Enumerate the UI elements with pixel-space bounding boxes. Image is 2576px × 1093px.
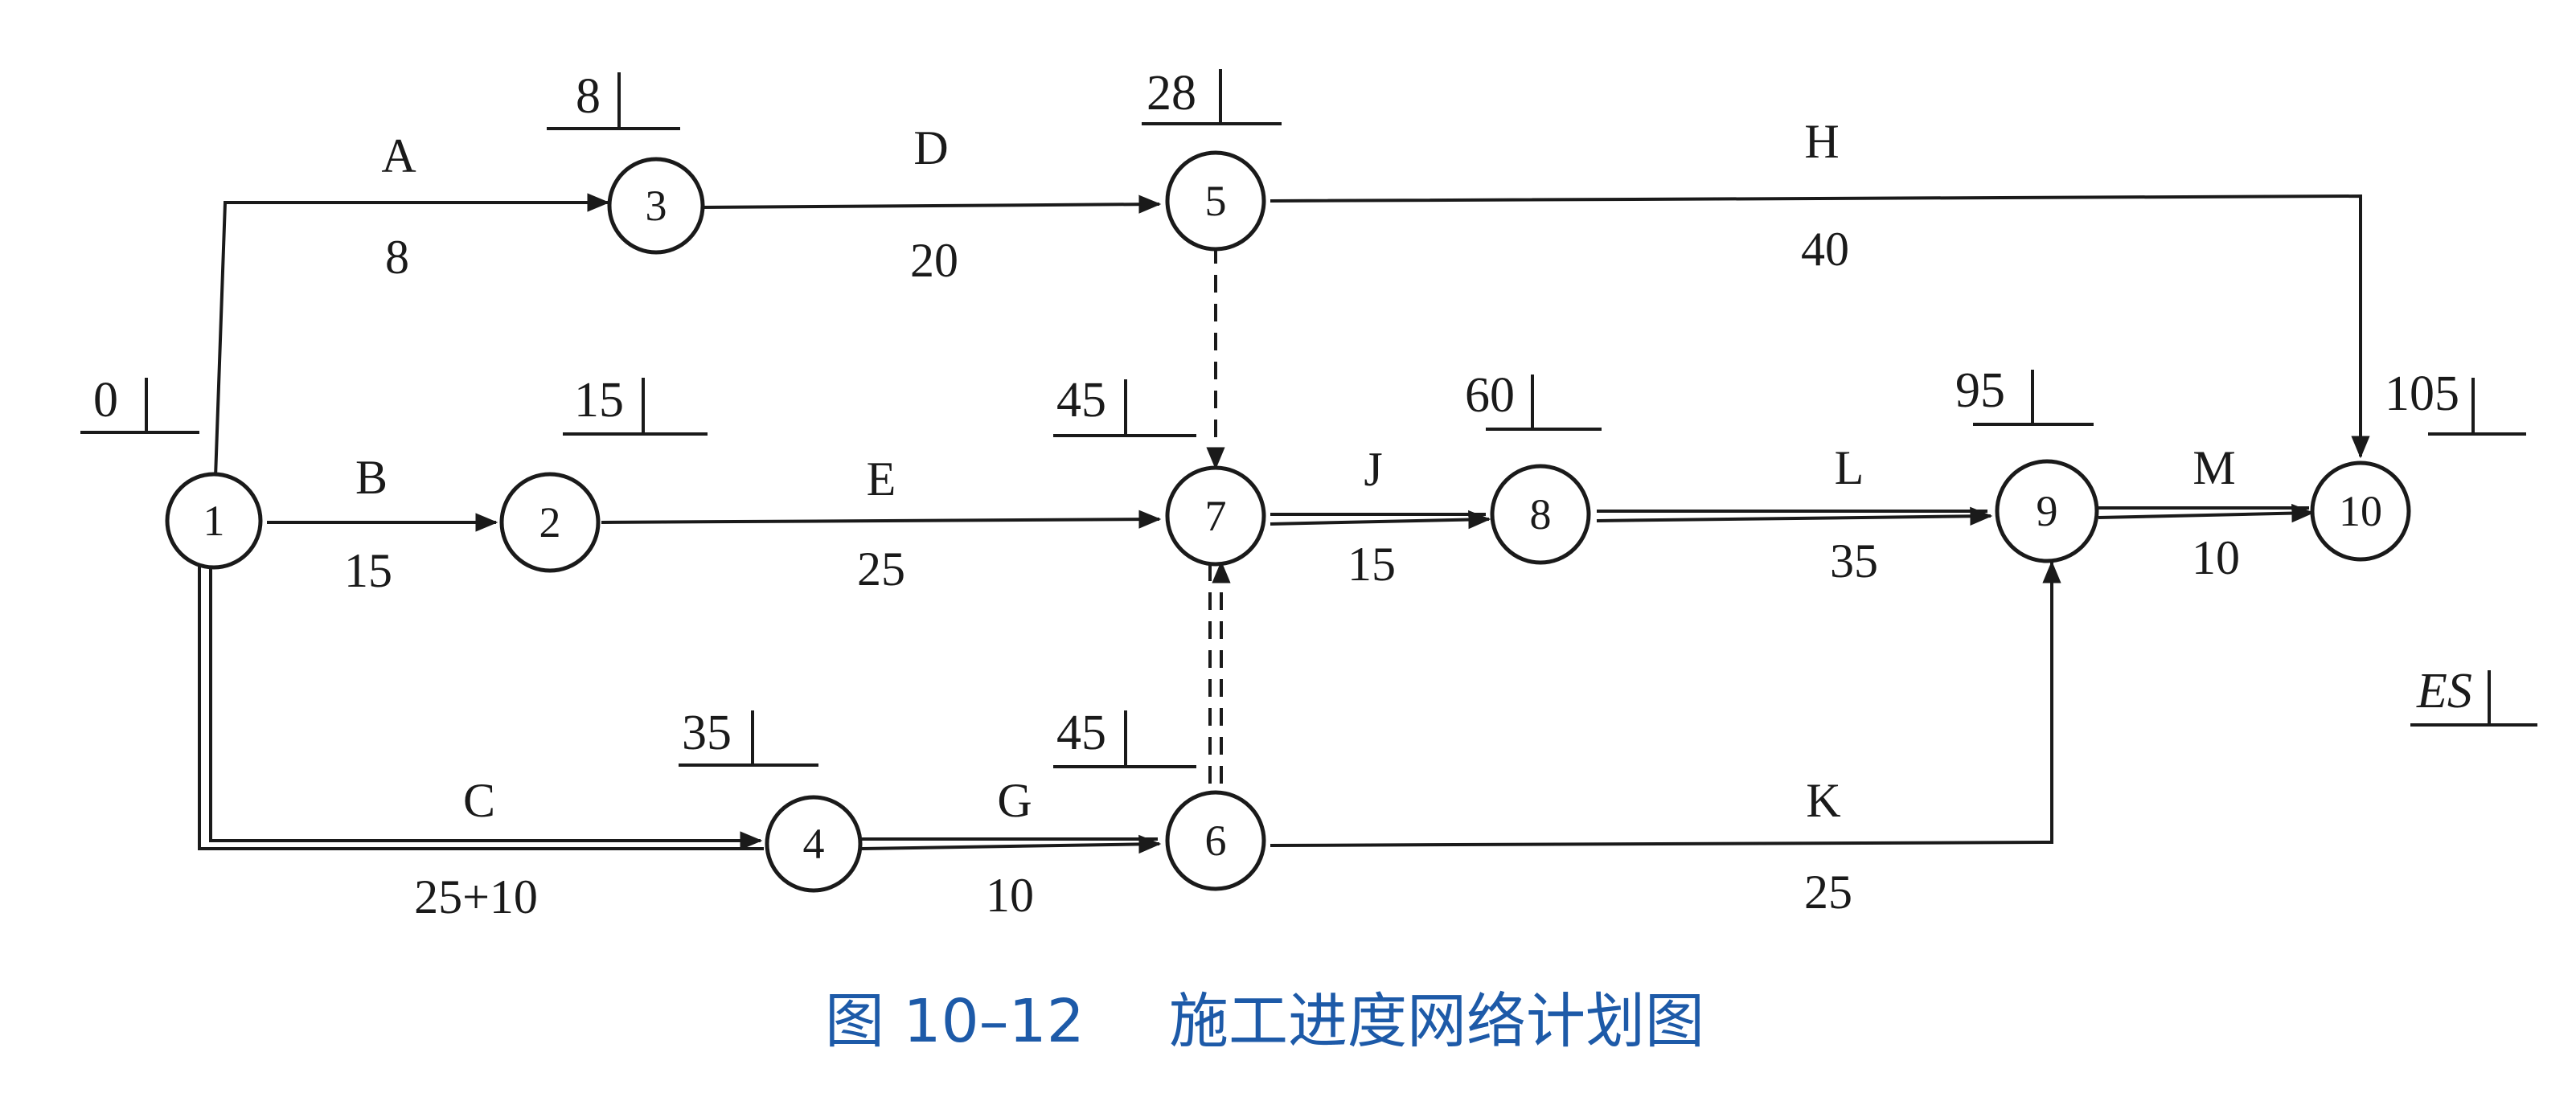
activity-duration-J: 15 <box>1347 538 1396 591</box>
node-label: 1 <box>203 497 225 545</box>
node-6: 6 <box>1165 790 1266 891</box>
node-label: 7 <box>1205 492 1227 540</box>
activity-labels: A 8 B 15 C 25+10 D 20 E 25 G 10 H 40 J 1… <box>344 115 2240 923</box>
node-label: 9 <box>2037 487 2058 535</box>
activity-name-L: L <box>1835 441 1864 494</box>
es-marker-node-1 <box>80 378 199 434</box>
activity-duration-B: 15 <box>344 544 392 597</box>
node-4: 4 <box>765 795 863 893</box>
activity-duration-H: 40 <box>1801 223 1849 276</box>
es-marker-node-9 <box>1973 370 2094 426</box>
activity-duration-L: 35 <box>1830 534 1878 587</box>
activity-arrow-E <box>601 510 1162 529</box>
es-marker-node-10 <box>2428 378 2526 436</box>
activity-name-H: H <box>1804 115 1839 168</box>
activity-name-E: E <box>867 452 896 506</box>
node-3: 3 <box>607 157 705 255</box>
activity-arrow-J-b <box>1270 510 1491 530</box>
es-value-node-7: 45 <box>1056 373 1106 428</box>
es-value-node-5: 28 <box>1146 66 1196 121</box>
activity-arrow-M-b <box>2098 503 2315 523</box>
es-value-node-10: 105 <box>2385 366 2459 421</box>
es-marker-node-2 <box>563 378 708 436</box>
node-label: 2 <box>539 498 561 546</box>
es-marker-node-6 <box>1053 710 1196 768</box>
activity-name-B: B <box>355 451 388 504</box>
edges-layer <box>198 193 2370 854</box>
activity-duration-A: 8 <box>385 231 409 284</box>
activity-duration-M: 10 <box>2192 531 2240 584</box>
es-value-node-9: 95 <box>1955 363 2005 418</box>
activity-arrow-C-b <box>209 563 763 850</box>
activity-arrow-A <box>214 193 610 478</box>
activity-duration-G: 10 <box>986 869 1034 922</box>
node-label: 10 <box>2339 487 2382 535</box>
node-8: 8 <box>1490 464 1591 565</box>
legend: ES <box>2410 664 2537 727</box>
es-value-node-6: 45 <box>1056 706 1106 760</box>
node-5: 5 <box>1165 150 1266 252</box>
activity-arrow-C <box>198 563 764 850</box>
activity-name-C: C <box>463 774 495 827</box>
activity-arrow-K <box>1270 560 2061 847</box>
activity-duration-E: 25 <box>857 542 905 596</box>
es-labels: 0 15 8 35 28 45 45 60 95 105 <box>80 66 2526 768</box>
activity-name-K: K <box>1806 774 1840 827</box>
activity-duration-D: 20 <box>910 234 958 287</box>
es-marker-node-7 <box>1053 379 1196 437</box>
node-label: 4 <box>803 820 825 868</box>
es-marker-node-4 <box>679 710 818 767</box>
activity-duration-K: 25 <box>1804 866 1852 919</box>
node-label: 8 <box>1530 490 1552 538</box>
activity-name-A: A <box>381 129 416 182</box>
es-value-node-3: 8 <box>576 69 601 124</box>
caption-figure-number: 图 10–12 <box>825 987 1085 1056</box>
es-marker-node-8 <box>1486 375 1602 431</box>
es-marker-node-3 <box>547 72 680 130</box>
node-1: 1 <box>165 472 263 570</box>
activity-duration-C: 25+10 <box>414 870 538 923</box>
es-value-node-1: 0 <box>93 373 118 428</box>
activity-arrow-D <box>702 194 1162 214</box>
figure-caption: 图 10–12 施工进度网络计划图 <box>825 987 1704 1056</box>
node-10: 10 <box>2310 461 2411 562</box>
activity-arrow-G-b <box>861 834 1162 854</box>
activity-arrow-H <box>1270 194 2370 459</box>
activity-name-M: M <box>2192 441 2235 494</box>
caption-title: 施工进度网络计划图 <box>1169 987 1704 1056</box>
es-marker-node-5 <box>1142 69 1282 125</box>
node-9: 9 <box>1995 459 2099 563</box>
es-value-node-8: 60 <box>1465 368 1515 423</box>
node-label: 5 <box>1205 177 1227 225</box>
activity-name-D: D <box>913 121 948 174</box>
legend-label: ES <box>2416 664 2472 718</box>
activity-arrow-L-b <box>1596 506 1993 526</box>
nodes-layer: 1 2 3 4 5 6 7 8 <box>165 150 2411 893</box>
node-7: 7 <box>1165 465 1266 567</box>
activity-name-J: J <box>1364 443 1382 496</box>
es-value-node-4: 35 <box>682 706 732 760</box>
activity-name-G: G <box>997 774 1032 827</box>
node-2: 2 <box>499 472 601 573</box>
legend-marker <box>2410 670 2537 727</box>
node-label: 3 <box>646 182 667 230</box>
node-label: 6 <box>1205 817 1227 865</box>
es-value-node-2: 15 <box>574 373 624 428</box>
